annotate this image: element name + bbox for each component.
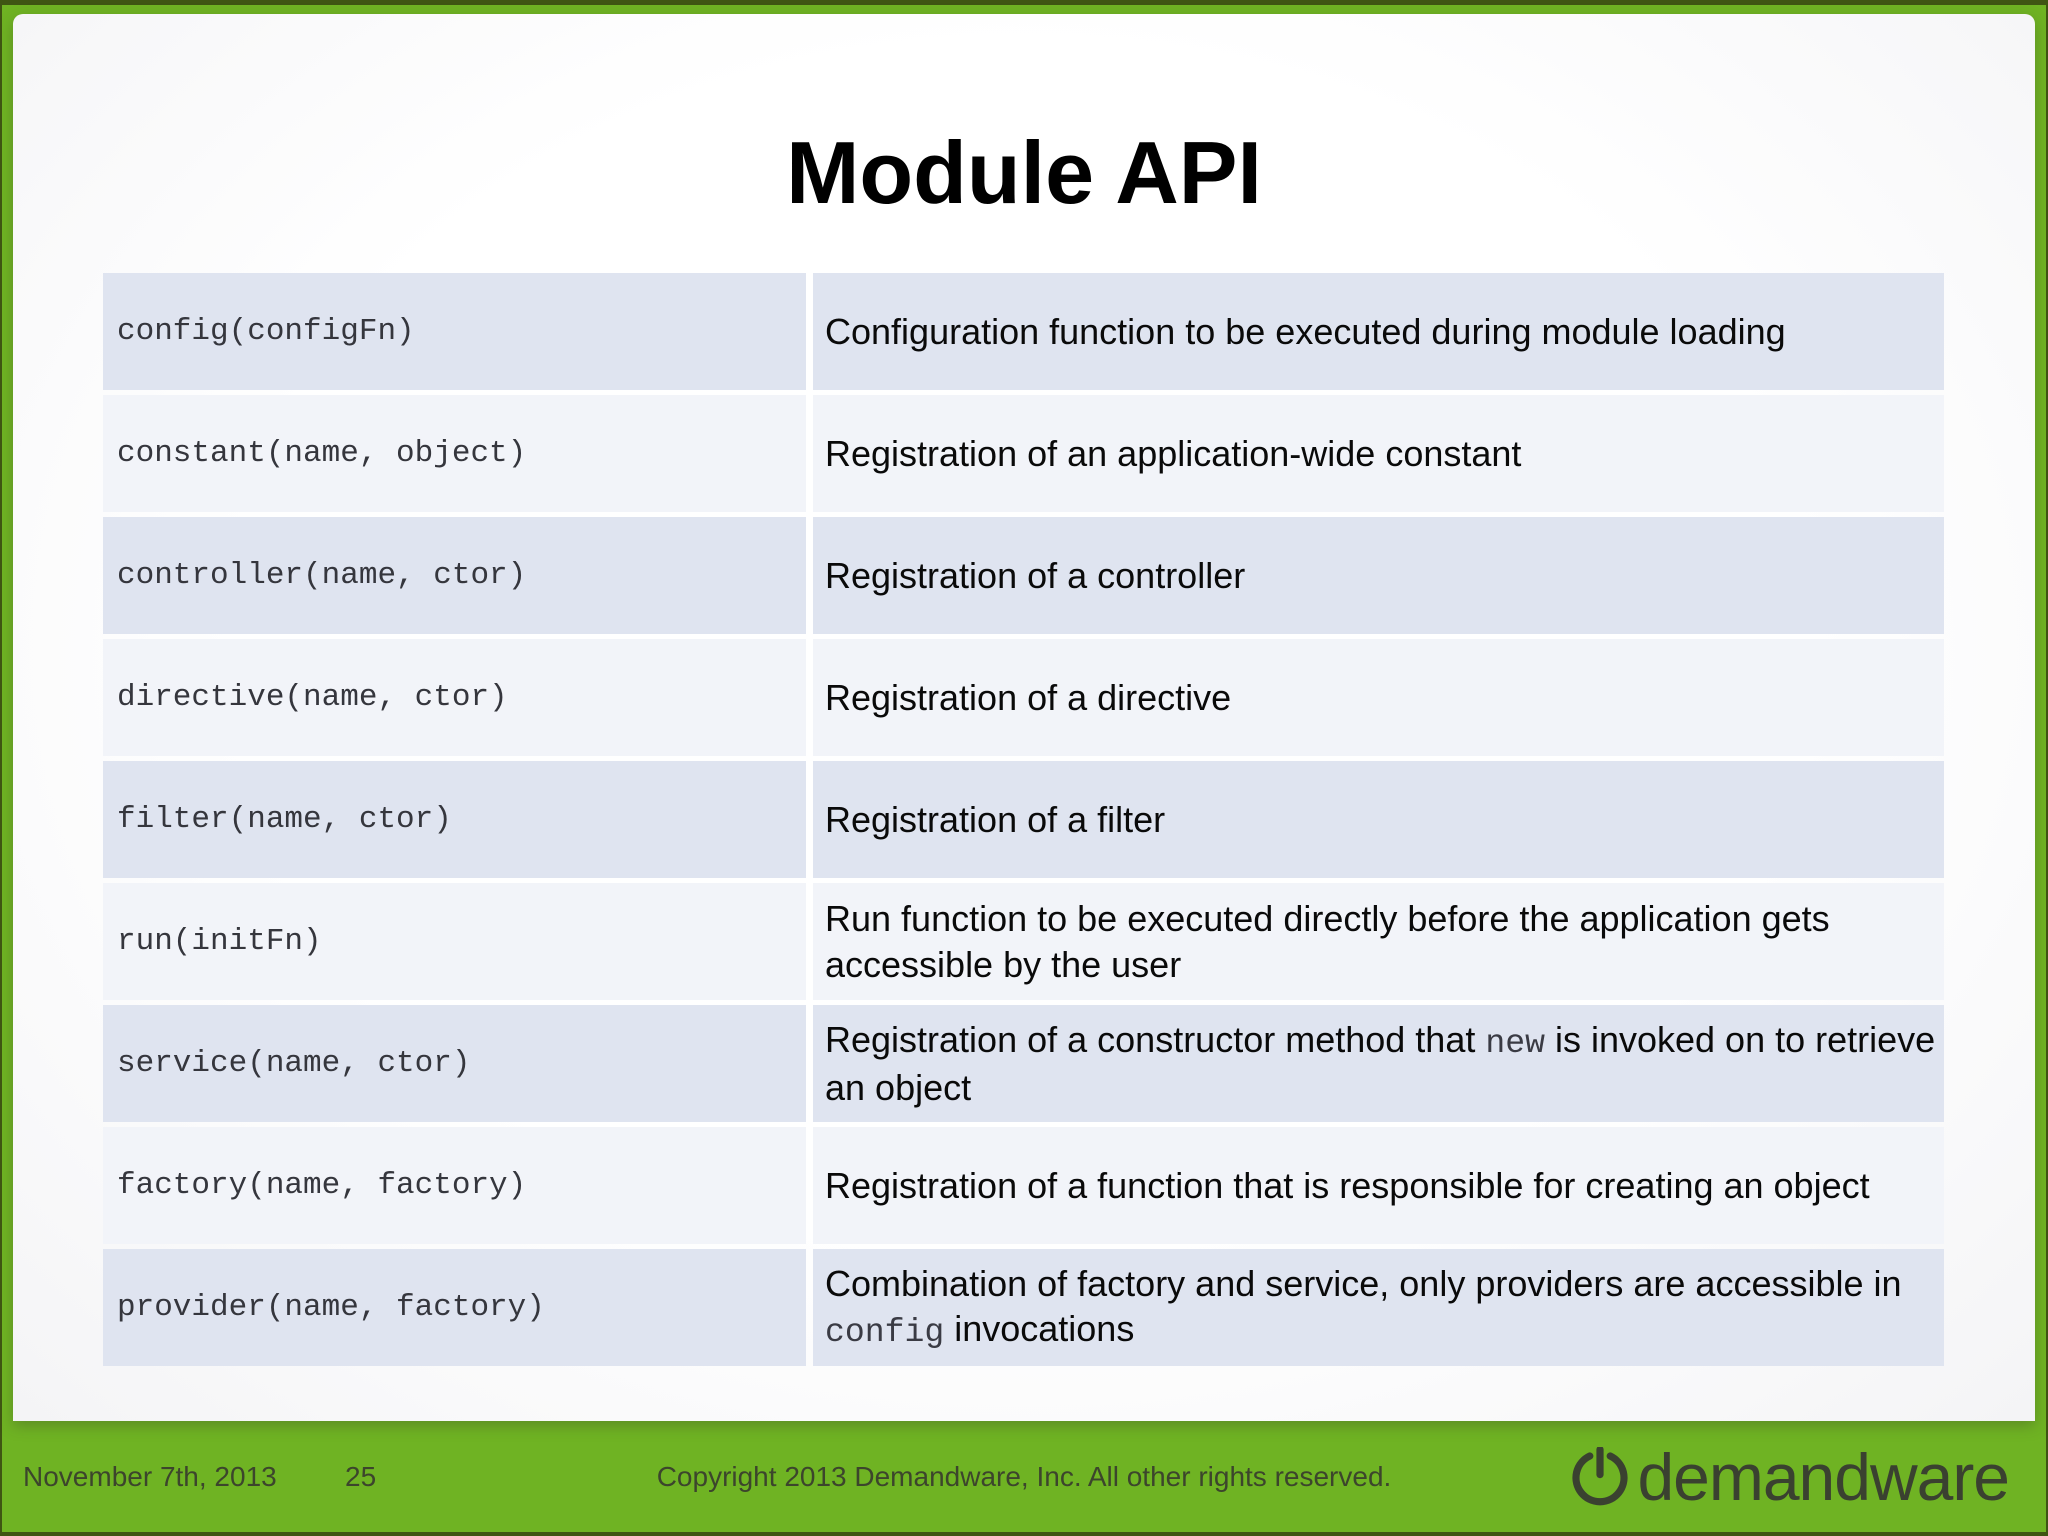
description-cell: Registration of a directive — [813, 639, 1944, 756]
table-row: service(name, ctor) Registration of a co… — [103, 1005, 1944, 1122]
code-cell: directive(name, ctor) — [103, 639, 806, 756]
code-cell: config(configFn) — [103, 273, 806, 390]
table-row: controller(name, ctor) Registration of a… — [103, 517, 1944, 634]
code-text: directive(name, ctor) — [117, 680, 508, 715]
description-text-part: Registration of a constructor method tha… — [825, 1018, 1486, 1060]
table-row: directive(name, ctor) Registration of a … — [103, 639, 1944, 756]
description-text: Run function to be executed directly bef… — [825, 898, 1830, 985]
code-text: factory(name, factory) — [117, 1168, 527, 1203]
description-cell: Registration of a function that is respo… — [813, 1127, 1944, 1244]
description-cell: Registration of an application-wide cons… — [813, 395, 1944, 512]
description-text-part: is invoked on to retrieve an object — [825, 1018, 1936, 1108]
description-cell: Run function to be executed directly bef… — [813, 883, 1944, 1000]
description-cell: Combination of factory and service, only… — [813, 1249, 1944, 1366]
description-cell: Registration of a controller — [813, 517, 1944, 634]
description-cell: Configuration function to be executed du… — [813, 273, 1944, 390]
inline-code-text: config — [825, 1313, 945, 1352]
footer: November 7th, 2013 25 Copyright 2013 Dem… — [13, 1421, 2035, 1532]
description-text: Registration of a function that is respo… — [825, 1164, 1870, 1206]
table-row: provider(name, factory) Combination of f… — [103, 1249, 1944, 1366]
page-number: 25 — [345, 1460, 377, 1492]
api-table: config(configFn) Configuration function … — [103, 273, 1944, 1366]
power-icon — [1572, 1446, 1629, 1505]
code-text: provider(name, factory) — [117, 1290, 545, 1325]
table-row: run(initFn) Run function to be executed … — [103, 883, 1944, 1000]
code-cell: factory(name, factory) — [103, 1127, 806, 1244]
code-cell: provider(name, factory) — [103, 1249, 806, 1366]
table-row: config(configFn) Configuration function … — [103, 273, 1944, 390]
table-row: constant(name, object) Registration of a… — [103, 395, 1944, 512]
description-text: Registration of a directive — [825, 676, 1232, 718]
description-text: Registration of a controller — [825, 554, 1246, 596]
code-cell: controller(name, ctor) — [103, 517, 806, 634]
footer-date: November 7th, 2013 — [23, 1460, 277, 1492]
table-row: filter(name, ctor) Registration of a fil… — [103, 761, 1944, 878]
inline-code-text: new — [1485, 1023, 1545, 1062]
code-cell: filter(name, ctor) — [103, 761, 806, 878]
table-row: factory(name, factory) Registration of a… — [103, 1127, 1944, 1244]
copyright-text: Copyright 2013 Demandware, Inc. All othe… — [656, 1460, 1392, 1492]
description-cell: Registration of a filter — [813, 761, 1944, 878]
code-text: service(name, ctor) — [117, 1046, 471, 1081]
code-cell: service(name, ctor) — [103, 1005, 806, 1122]
page-title: Module API — [786, 122, 1262, 222]
description-text-part: Combination of factory and service, only… — [825, 1262, 1902, 1304]
logo-text: demandware — [1637, 1439, 2010, 1514]
code-text: controller(name, ctor) — [117, 558, 527, 593]
description-text: Configuration function to be executed du… — [825, 310, 1786, 352]
code-text: constant(name, object) — [117, 436, 527, 471]
code-text: run(initFn) — [117, 924, 322, 959]
description-text: Registration of a filter — [825, 798, 1166, 840]
code-cell: run(initFn) — [103, 883, 806, 1000]
description-cell: Registration of a constructor method tha… — [813, 1005, 1944, 1122]
code-text: config(configFn) — [117, 314, 415, 349]
description-text: Registration of an application-wide cons… — [825, 432, 1522, 474]
code-text: filter(name, ctor) — [117, 802, 452, 837]
demandware-logo: demandware — [1570, 1439, 2010, 1514]
description-text-part: invocations — [944, 1308, 1135, 1350]
description-text: Combination of factory and service, only… — [825, 1261, 1940, 1354]
description-text: Registration of a constructor method tha… — [825, 1017, 1940, 1110]
code-cell: constant(name, object) — [103, 395, 806, 512]
